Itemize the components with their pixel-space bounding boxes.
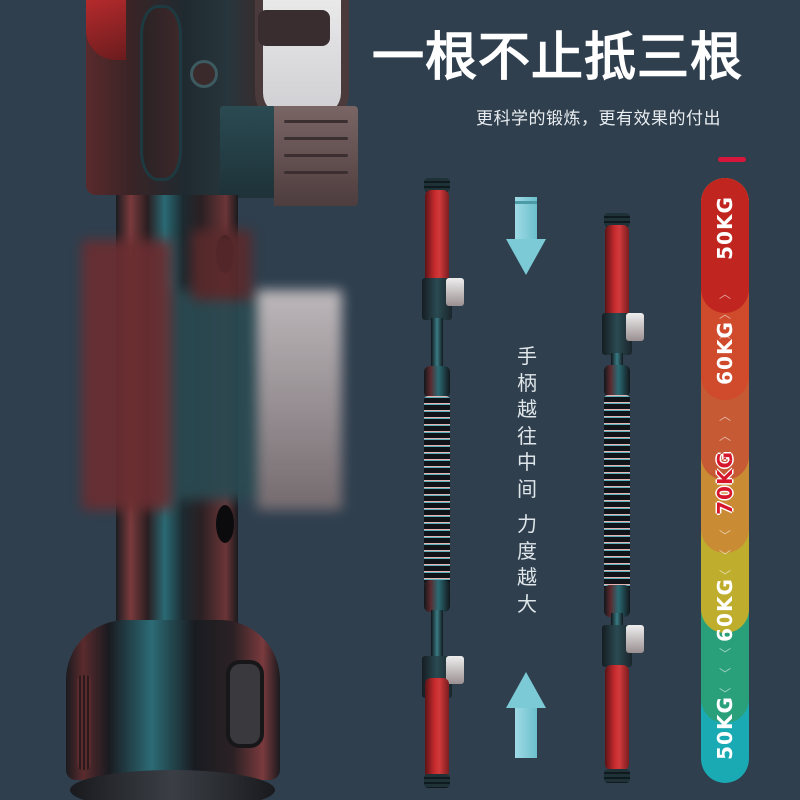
chevron-up-icon: ︿ [718, 409, 731, 423]
spring-cap [604, 585, 630, 617]
lock-ridge [284, 154, 348, 157]
spring-coil [70, 770, 275, 800]
product-bar-short [600, 213, 644, 785]
spring-coil [424, 396, 450, 586]
arrow-down-icon [506, 197, 546, 277]
lock-ridge [284, 171, 348, 174]
instruction-vertical-text: 手 柄 越 往 中 间 力 度 越 大 [514, 343, 540, 617]
chevron-up-icon: ︿ [718, 429, 731, 443]
instruction-char: 往 [517, 423, 537, 448]
closeup-lock-lever [258, 10, 330, 46]
closeup-slot [140, 5, 182, 181]
grip-end-cap [604, 769, 630, 783]
headline: 一根不止抵三根 [372, 28, 744, 88]
instruction-char: 越 [517, 397, 537, 421]
spring-cap [604, 365, 630, 397]
scale-label-50kg-top: 50KG [713, 196, 737, 260]
instruction-char: 越 [517, 565, 537, 589]
spring-coil [604, 395, 630, 591]
chevron-down-icon: ﹀ [718, 687, 731, 701]
red-grip-bottom [605, 665, 629, 770]
lock-clip-icon [446, 656, 464, 684]
cap-button [226, 660, 264, 748]
instruction-char: 度 [517, 538, 537, 563]
weight-scale: 50KG 60KG 70KG 60KG 50KG ︿ ︿ ︿ ︿ ︿ ︿ ﹀ ﹀… [701, 178, 749, 783]
chevron-up-icon: ︿ [718, 449, 731, 463]
instruction-char: 中 [517, 450, 537, 474]
lock-clip-icon [626, 313, 644, 341]
lock-ridge [284, 120, 348, 123]
grip-end-cap [604, 213, 630, 227]
instruction-char: 手 [517, 344, 537, 368]
closeup-screw-icon [190, 60, 218, 88]
chevron-down-icon: ﹀ [718, 549, 731, 563]
grip-end-cap [424, 178, 450, 192]
chevron-down-icon: ﹀ [718, 667, 731, 681]
lock-clip-icon [626, 625, 644, 653]
product-bar-long [420, 178, 464, 790]
accent-bar [718, 157, 746, 162]
shaft [431, 610, 443, 670]
scale-seg-red [701, 178, 749, 313]
chevron-down-icon: ﹀ [718, 647, 731, 661]
arrow-up-icon [506, 672, 546, 762]
instruction-char: 间 [517, 476, 537, 501]
instruction-gap [514, 502, 540, 511]
shaft [431, 318, 443, 378]
scale-label-70kg: 70KG [713, 451, 737, 515]
product-closeup-image [0, 0, 380, 800]
chevron-down-icon: ﹀ [718, 529, 731, 543]
closeup-lock-body [220, 106, 276, 198]
lock-ridge [284, 137, 348, 140]
subheadline: 更科学的锻炼，更有效果的付出 [476, 109, 721, 129]
red-grip-bottom [425, 678, 449, 778]
chevron-up-icon: ︿ [718, 307, 731, 321]
chevron-down-icon: ﹀ [718, 569, 731, 583]
instruction-char: 大 [517, 591, 537, 616]
motion-blur-handle [82, 230, 352, 520]
shaft-hole [216, 505, 234, 543]
chevron-up-icon: ︿ [718, 327, 731, 341]
instruction-char: 力 [517, 512, 537, 536]
spring-cap [424, 366, 450, 398]
red-grip-top [605, 225, 629, 325]
lock-clip-icon [446, 278, 464, 306]
chevron-up-icon: ︿ [718, 287, 731, 301]
red-grip-top [425, 190, 449, 290]
spring-cap [424, 580, 450, 612]
grip-end-cap [424, 774, 450, 788]
cap-knurling [77, 675, 91, 770]
closeup-grip-red [86, 0, 126, 60]
instruction-char: 柄 [517, 370, 537, 395]
